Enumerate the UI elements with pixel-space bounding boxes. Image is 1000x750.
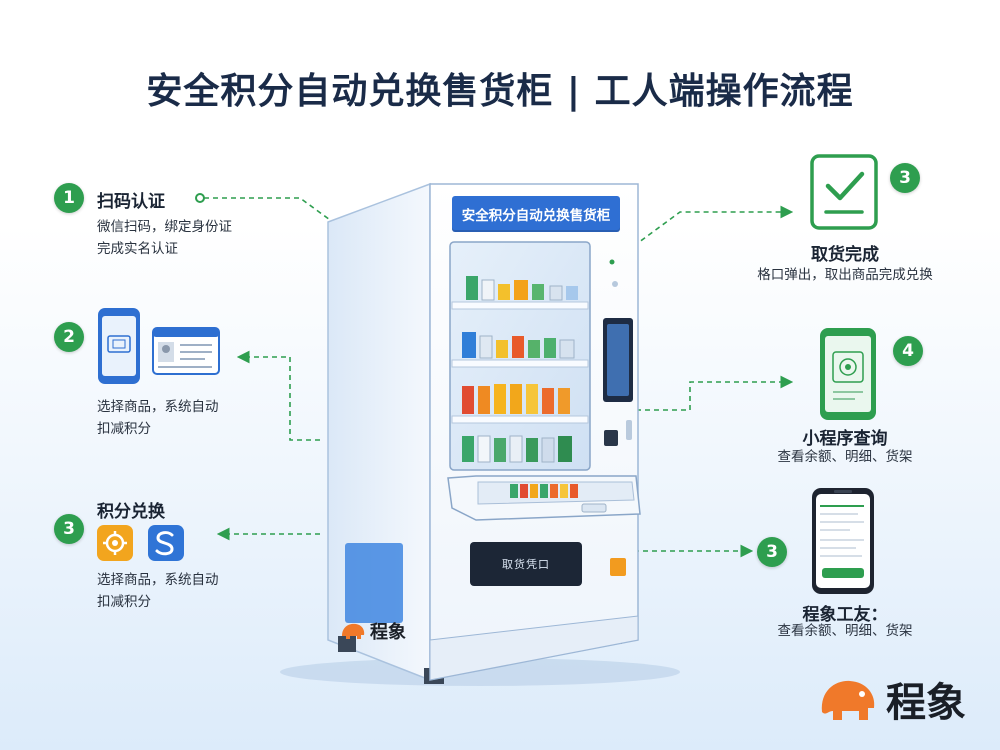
elephant-logo-icon [821,680,875,720]
page-title: 安全积分自动兑换售货柜 | 工人端操作流程 [146,71,854,112]
step-heading: 取货完成 [811,245,879,265]
sensor-dot [609,259,615,265]
step-badge: 2 [54,322,84,352]
machine-sign: 安全积分自动兑换售货柜 [452,196,620,232]
pickup-slot-label: 取货凭口 [502,558,550,571]
coin-slot [626,420,632,440]
brand-name: 程象 [886,680,966,726]
product-row-3 [462,384,570,414]
step-heading: 扫码认证 [97,192,165,212]
step-desc-line: 扣减积分 [97,421,151,437]
step-desc-line: 格口弹出，取出商品完成兑换 [757,267,933,283]
camera-dot [612,281,618,287]
step-desc-line: 选择商品，系统自动 [97,399,219,415]
step-heading: 积分兑换 [97,502,165,522]
machine-leg [338,636,356,652]
step-desc-line: 选择商品，系统自动 [97,572,219,588]
step-desc-line: 查看余额、明细、货架 [777,623,913,639]
step-desc-line: 查看余额、明细、货架 [777,449,913,465]
step-badge: 3 [757,537,787,567]
elephant-logo-icon [342,623,365,639]
step-heading: 程象工友： [802,605,888,625]
connector-step4 [600,375,794,411]
corner-brand-logo: 程象 [818,670,966,728]
product-row-1 [466,276,578,301]
machine-side-brand: 程象 [340,618,406,644]
connector-start-dot [195,193,205,203]
pickup-slot [470,542,582,586]
step-heading: 小程序查询 [802,429,888,449]
step-desc-line: 微信扫码，绑定身份证 [97,219,232,235]
product-row-4 [462,435,572,463]
step-badge: 4 [893,336,923,366]
indicator-light [610,558,626,576]
connector-step2 [236,350,320,441]
step-badge: 3 [54,514,84,544]
step-desc-line: 完成实名认证 [97,241,178,257]
step-badge: 3 [890,163,920,193]
step-badge: 1 [54,183,84,213]
step-desc-line: 扣减积分 [97,594,151,610]
product-row-2 [462,332,575,359]
card-slot [604,430,618,446]
side-vent-panel [345,543,403,623]
drawer-products [510,484,578,498]
